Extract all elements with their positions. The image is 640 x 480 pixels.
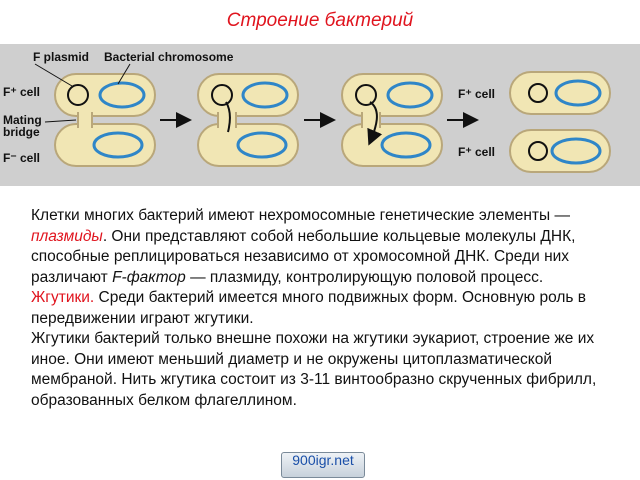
f-plasmid-label: F plasmid [33, 50, 90, 64]
term-f-factor: F-фактор [112, 268, 186, 286]
term-flagella: Жгутики. [31, 289, 95, 306]
stage-2-cells [197, 73, 299, 167]
page-title: Строение бактерий [226, 10, 414, 31]
paragraph-flagella: Жгутики. Среди бактерий имеется много по… [31, 288, 611, 329]
text-span: . Они представляют собой небольшие кольц… [31, 227, 576, 286]
stage-1-cells [54, 73, 156, 167]
paragraph-plasmids: Клетки многих бактерий имеют нехромосомн… [31, 206, 611, 288]
bacterial-conjugation-figure: F plasmid Bacterial chromosome F⁺ cell M… [0, 44, 640, 186]
conjugation-diagram [34, 63, 611, 173]
watermark-badge[interactable]: 900igr.net [281, 452, 365, 478]
stage-4-cells [509, 71, 611, 173]
f-plus-cell-label-left: F⁺ cell [3, 85, 41, 99]
text-span: Клетки многих бактерий имеют нехромосомн… [31, 207, 570, 224]
stage-3-cells [341, 73, 443, 167]
text-span: — плазмиду, контролирующую половой проце… [185, 268, 544, 286]
mating-bridge-label: Mating bridge [3, 113, 42, 139]
body-text: Клетки многих бактерий имеют нехромосомн… [31, 206, 611, 411]
term-plasmids: плазмиды [31, 227, 103, 245]
bacterial-chromosome-label: Bacterial chromosome [104, 50, 234, 64]
f-plus-cell-label-right-bottom: F⁺ cell [458, 145, 496, 159]
f-minus-cell-label: F⁻ cell [3, 151, 41, 165]
paragraph-flagella-structure: Жгутики бактерий только внешне похожи на… [31, 330, 597, 409]
text-span: Среди бактерий имеется много подвижных ф… [31, 289, 587, 327]
f-plus-cell-label-right-top: F⁺ cell [458, 87, 496, 101]
